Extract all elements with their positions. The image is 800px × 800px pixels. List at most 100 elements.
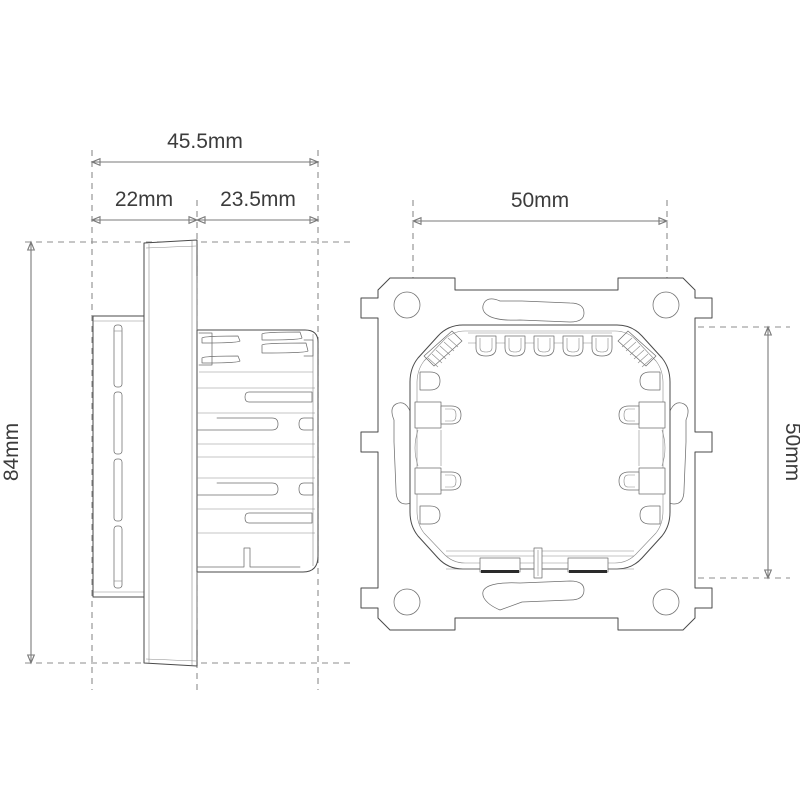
claw-block <box>638 467 666 495</box>
housing-corner-hatching <box>423 330 657 368</box>
arrow-right <box>309 157 320 167</box>
frame-mounting-slots <box>391 298 689 611</box>
claw-spring-right <box>661 429 666 467</box>
fin-slot <box>244 391 313 403</box>
terminal-body <box>504 335 526 357</box>
terminal-tab-right <box>303 339 314 357</box>
dimension-faceplate-depth: 22mm <box>90 188 199 225</box>
arrow-left <box>90 215 101 225</box>
terminal-rail <box>468 332 613 357</box>
hatch-panel-top-right <box>617 330 657 367</box>
claw-screw <box>440 405 462 425</box>
claw-screw <box>440 471 462 491</box>
body-outline <box>196 329 319 573</box>
arrow-left <box>195 215 206 225</box>
terminal-screw <box>566 338 580 353</box>
hatch-line <box>633 349 645 360</box>
terminal-body <box>533 335 555 357</box>
flange-slot-3 <box>113 458 123 522</box>
mounting-slot-top <box>482 298 585 323</box>
claw-screw-inner <box>623 474 635 488</box>
bottom-window-right <box>567 557 609 573</box>
hatch-line <box>629 345 641 356</box>
dimension-label-overall-height: 84mm <box>0 423 23 481</box>
terminal-screw <box>479 338 493 353</box>
body-fin-2 <box>196 412 315 431</box>
mounting-flange <box>92 315 149 598</box>
fin-slot-right <box>298 482 314 496</box>
dimension-label-plan-width: 50mm <box>511 189 569 212</box>
dimension-body-depth: 23.5mm <box>195 188 320 225</box>
hatch-line <box>621 337 633 348</box>
terminal-screw <box>508 338 522 353</box>
terminal-slot-b <box>201 355 241 364</box>
terminal-screw <box>537 338 551 353</box>
dimension-label-plan-height: 50mm <box>781 423 800 481</box>
claw-lug-left-bottom <box>419 505 441 525</box>
claw-screw-inner <box>445 474 457 488</box>
flange-slots <box>113 324 123 589</box>
body-terminal-detail <box>198 331 314 373</box>
claw-screw <box>618 471 640 491</box>
hatch-line <box>447 337 459 348</box>
mounting-slot-bottom <box>482 580 585 611</box>
terminal-5 <box>591 335 613 357</box>
fin-slot <box>196 417 279 431</box>
frame-screw-hole-top-right <box>652 291 680 319</box>
claw-block <box>638 401 666 429</box>
dimension-label-faceplate-depth: 22mm <box>115 188 173 211</box>
claw-screw <box>618 405 640 425</box>
terminal-body <box>591 335 613 357</box>
flange-slot-4 <box>113 525 123 589</box>
hatch-line <box>439 345 451 356</box>
claw-right-lower <box>618 467 666 495</box>
claw-spring-left <box>414 429 419 467</box>
body-fin-3 <box>197 443 315 458</box>
dimension-plan-height: 50mm <box>763 325 800 580</box>
claw-right-upper <box>618 401 666 429</box>
hatch-panel-top-left <box>423 330 463 367</box>
claw-lug-right-top <box>639 371 661 391</box>
side-view: 45.5mm 22mm 23.5mm 84mm <box>0 130 350 690</box>
fin-slot <box>244 512 313 524</box>
claw-assembly-left <box>414 371 462 525</box>
hatch-line <box>637 353 649 364</box>
frame-screw-hole-bottom-right <box>652 588 680 616</box>
faceplate-bar <box>143 239 198 667</box>
body-fin-5 <box>197 508 315 524</box>
terminal-slot-d <box>261 342 309 354</box>
terminal-slot-a <box>201 335 241 344</box>
arrow-top <box>763 325 773 336</box>
frame-screw-hole-top-left <box>393 291 421 319</box>
housing-outline <box>409 324 671 570</box>
plan-view: 50mm 50mm <box>360 189 800 631</box>
claw-block <box>414 401 442 429</box>
arrow-left <box>411 216 422 226</box>
dimension-label-body-depth: 23.5mm <box>220 188 296 211</box>
dimension-plan-width: 50mm <box>411 189 669 226</box>
claw-lug-left-top <box>419 371 441 391</box>
module-housing <box>409 324 671 579</box>
hatch-line <box>435 349 447 360</box>
claw-left-lower <box>414 467 462 495</box>
flange-slot-1 <box>113 324 123 388</box>
terminal-3 <box>533 335 555 357</box>
arrow-right <box>188 215 199 225</box>
faceplate-bottom-bevel <box>145 658 197 662</box>
body-lower-notch <box>196 547 301 568</box>
faceplate-outline <box>143 239 198 667</box>
fin-slot-right <box>298 417 314 431</box>
arrow-bottom <box>763 569 773 580</box>
frame-screw-hole-bottom-left <box>393 588 421 616</box>
arrow-right <box>309 215 320 225</box>
claw-lug-right-bottom <box>639 505 661 525</box>
terminal-body <box>475 335 497 357</box>
claw-screw-inner <box>445 408 457 422</box>
claw-left-upper <box>414 401 462 429</box>
dimension-label-overall-depth: 45.5mm <box>167 130 243 153</box>
arrow-right <box>658 216 669 226</box>
bottom-rail <box>446 547 634 579</box>
bottom-window-left <box>479 557 521 573</box>
bottom-window-right-shadow <box>569 570 607 573</box>
